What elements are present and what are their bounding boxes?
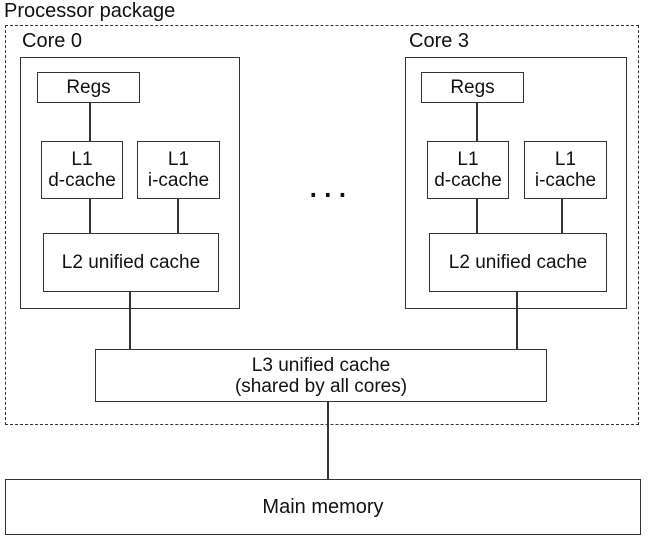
core0-l1-icache-box: L1 i-cache — [137, 141, 220, 199]
core3-box — [405, 57, 627, 309]
cores-ellipsis: ... — [308, 164, 352, 206]
l3-cache-box: L3 unified cache (shared by all cores) — [95, 349, 547, 402]
connector-core0-l1d-l2 — [89, 198, 91, 234]
core0-l1i-line2: i-cache — [147, 170, 210, 191]
core0-l1-dcache-box: L1 d-cache — [41, 141, 123, 199]
main-memory-box: Main memory — [5, 479, 641, 535]
l3-line2: (shared by all cores) — [234, 375, 408, 397]
core3-regs-box: Regs — [421, 72, 524, 103]
core3-l1i-line1: L1 — [554, 149, 577, 170]
connector-l3-main-memory — [327, 401, 329, 480]
connector-core0-regs-l1d — [89, 102, 91, 142]
connector-core0-l1i-l2 — [177, 198, 179, 234]
core3-regs-label: Regs — [450, 77, 495, 98]
connector-core0-l2-l3 — [129, 291, 131, 350]
connector-core3-l1i-l2 — [561, 198, 563, 234]
core0-l1d-line2: d-cache — [48, 170, 116, 191]
core0-l2-cache-box: L2 unified cache — [43, 233, 219, 292]
core3-l1-dcache-box: L1 d-cache — [427, 141, 509, 199]
processor-package-box — [5, 25, 639, 425]
core3-l1i-line2: i-cache — [534, 170, 597, 191]
core0-l2-label: L2 unified cache — [61, 252, 201, 273]
core3-l1d-line1: L1 — [457, 149, 479, 170]
connector-core3-l2-l3 — [516, 291, 518, 350]
core3-l2-cache-box: L2 unified cache — [429, 233, 607, 292]
connector-core3-l1d-l2 — [476, 198, 478, 234]
core0-l1d-line1: L1 — [71, 149, 93, 170]
core0-regs-label: Regs — [66, 77, 111, 98]
core0-regs-box: Regs — [37, 72, 140, 103]
core0-l1i-line1: L1 — [167, 149, 190, 170]
core3-l1d-line2: d-cache — [434, 170, 502, 191]
l3-line1: L3 unified cache — [251, 354, 391, 376]
core0-box — [20, 57, 240, 309]
main-memory-label: Main memory — [262, 495, 384, 518]
core0-label: Core 0 — [22, 30, 83, 52]
processor-package-label: Processor package — [4, 0, 176, 22]
core3-l1-icache-box: L1 i-cache — [524, 141, 607, 199]
connector-core3-regs-l1d — [476, 102, 478, 142]
core3-l2-label: L2 unified cache — [448, 252, 588, 273]
core3-label: Core 3 — [409, 30, 470, 52]
